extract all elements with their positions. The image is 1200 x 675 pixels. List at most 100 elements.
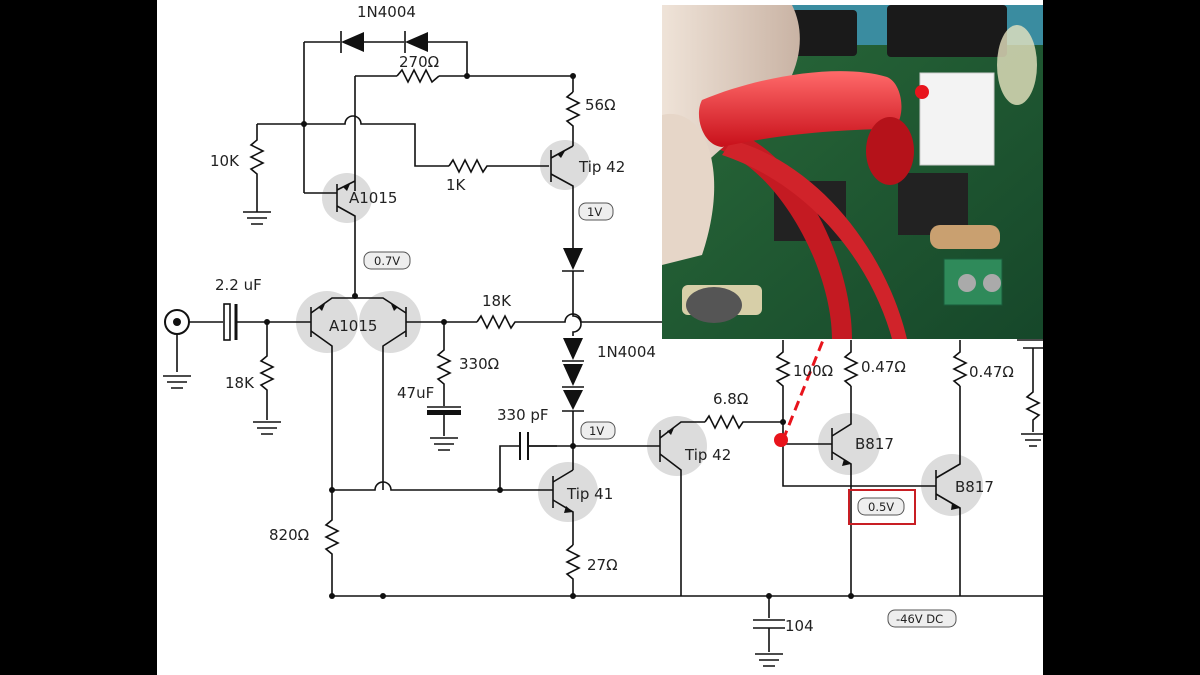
label-r-6-8: 6.8Ω (713, 390, 748, 408)
resistor-27 (565, 544, 581, 596)
label-r-270: 270Ω (399, 53, 439, 71)
label-r-047-a: 0.47Ω (861, 358, 906, 376)
transistor-b817-b (851, 386, 961, 596)
resistor-18k-feedback (476, 313, 677, 330)
node-top-56 (570, 73, 576, 79)
screw-1 (958, 274, 976, 292)
label-c-330p: 330 pF (497, 406, 549, 424)
label-c-in: 2.2 uF (215, 276, 262, 294)
pill-1v-top (578, 202, 614, 221)
label-q-tip42-mid: Tip 42 (684, 446, 731, 464)
resistor-1k (448, 158, 549, 174)
jack-ring (686, 287, 742, 323)
label-d-top: 1N4004 (357, 3, 416, 21)
label-q-a1015-pair: A1015 (329, 317, 377, 335)
power-transistor-2 (887, 5, 1007, 57)
amplifier-schematic: 1N4004 270Ω 56Ω 10K 1K Tip 42 A1015 2.2 … (163, 3, 1043, 667)
transistor-tip42-top (550, 145, 574, 250)
resistor-band (930, 225, 1000, 249)
label-c-47u: 47uF (397, 384, 434, 402)
white-resistor (919, 72, 995, 166)
diode-tip42-stack (562, 248, 584, 470)
diode-pair-top (303, 31, 468, 193)
label-r-56: 56Ω (585, 96, 616, 114)
label-c-104: 104 (785, 617, 814, 635)
resistor-820 (324, 490, 340, 596)
node-rail-3 (570, 593, 576, 599)
voltage-1v-mid: 1V (589, 424, 604, 438)
partial-right-network (1017, 339, 1043, 447)
probe-point-schematic (774, 433, 788, 447)
node-pair-emitter (352, 293, 358, 299)
resistor-330 (436, 322, 452, 406)
transistor-tip42-mid (659, 421, 705, 596)
label-q-tip42-top: Tip 42 (578, 158, 625, 176)
label-q-b817-a: B817 (855, 435, 894, 453)
node-rail-2 (380, 593, 386, 599)
ground-47u (430, 415, 458, 451)
pcb-photo-drawing (662, 5, 1043, 339)
label-r-330: 330Ω (459, 355, 499, 373)
transistor-a1015-right (355, 297, 477, 490)
transistor-a1015-left (310, 297, 355, 490)
label-q-b817-b: B817 (955, 478, 994, 496)
voltage-0-7v: 0.7V (374, 254, 400, 268)
label-r-10k: 10K (210, 152, 240, 170)
pill-0-7v (363, 251, 411, 270)
glass-fuse (997, 25, 1037, 105)
ground-10k (243, 208, 271, 225)
resistor-100 (775, 340, 852, 596)
voltage-1v-top: 1V (587, 205, 602, 219)
transistor-a1015-top (304, 180, 356, 296)
highlight-box-0-5v (848, 489, 916, 525)
wire-10k-branch (257, 115, 449, 167)
halo-tip42-top (540, 140, 590, 190)
halo-a1015-top (322, 173, 372, 223)
label-r-047-b: 0.47Ω (969, 363, 1014, 381)
voltage-neg-46v: -46V DC (896, 612, 943, 626)
label-r-100: 100Ω (793, 362, 833, 380)
transistor-tip41 (500, 469, 574, 545)
probe-wire-2 (722, 140, 907, 339)
resistor-18k-input (253, 322, 281, 435)
halo-b817-b (921, 454, 983, 516)
input-jack (163, 309, 223, 389)
resistor-270 (396, 68, 440, 84)
wire-vas-base (332, 481, 500, 491)
transistor-b817-a (783, 386, 852, 486)
node-rail-5 (848, 593, 854, 599)
label-r-820: 820Ω (269, 526, 309, 544)
voltage-0-5v: 0.5V (868, 500, 894, 514)
pcb-photo-inset (662, 5, 1043, 339)
pill-0-5v (857, 497, 905, 516)
node-rail-1 (329, 593, 335, 599)
resistor-56 (565, 91, 581, 146)
capacitor-104 (753, 596, 785, 667)
wire-top-rail (354, 75, 574, 191)
probe-point-photo (915, 85, 929, 99)
node-top-right (464, 73, 470, 79)
probe-handle (698, 71, 902, 147)
label-q-a1015-top: A1015 (349, 189, 397, 207)
halo-tip42-mid (647, 416, 707, 476)
label-r-1k: 1K (446, 176, 467, 194)
resistor-047-a (843, 340, 859, 387)
label-r-18k-v: 18K (225, 374, 255, 392)
label-d-mid: 1N4004 (597, 343, 656, 361)
halo-a1015-right (359, 291, 421, 353)
capacitor-input (223, 303, 311, 341)
resistor-047-b (952, 340, 968, 387)
finger-lower (662, 113, 715, 265)
resistor-6-8 (704, 414, 783, 430)
halo-b817-a (818, 413, 880, 475)
label-r-27: 27Ω (587, 556, 618, 574)
halo-a1015-left (296, 291, 358, 353)
screw-2 (983, 274, 1001, 292)
label-r-18k-h: 18K (482, 292, 512, 310)
pill-1v-mid (580, 421, 616, 440)
to220-right (898, 173, 968, 235)
probe-coil (866, 117, 914, 185)
resistor-10k (249, 124, 265, 208)
label-q-tip41: Tip 41 (566, 485, 613, 503)
